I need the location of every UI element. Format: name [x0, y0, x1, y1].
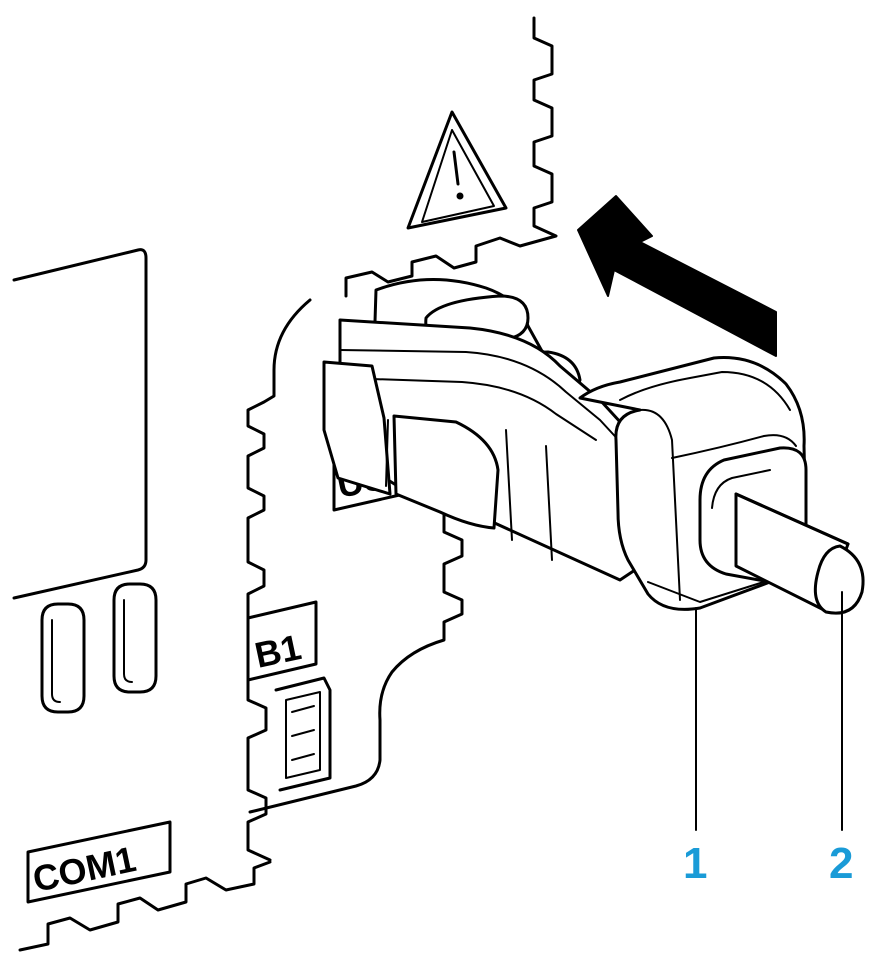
housing-middle-contour [246, 298, 312, 862]
usb-connector [322, 277, 808, 611]
b1-port-label: B1 [251, 626, 305, 676]
housing-top-edge [344, 16, 558, 298]
callout-1-number: 1 [683, 839, 707, 888]
housing-lower-right [248, 504, 464, 814]
callout-2-number: 2 [829, 839, 853, 888]
housing-bottom-edge [18, 860, 272, 952]
b1-port: B1 [246, 600, 332, 792]
insert-direction-arrow-icon [577, 195, 777, 357]
display-panel [12, 248, 148, 600]
com1-port: COM1 [26, 820, 172, 904]
ventilation-slots [40, 582, 158, 714]
warning-triangle-icon [406, 110, 508, 230]
callout-leaders [695, 591, 843, 831]
usb-cable [698, 446, 865, 615]
